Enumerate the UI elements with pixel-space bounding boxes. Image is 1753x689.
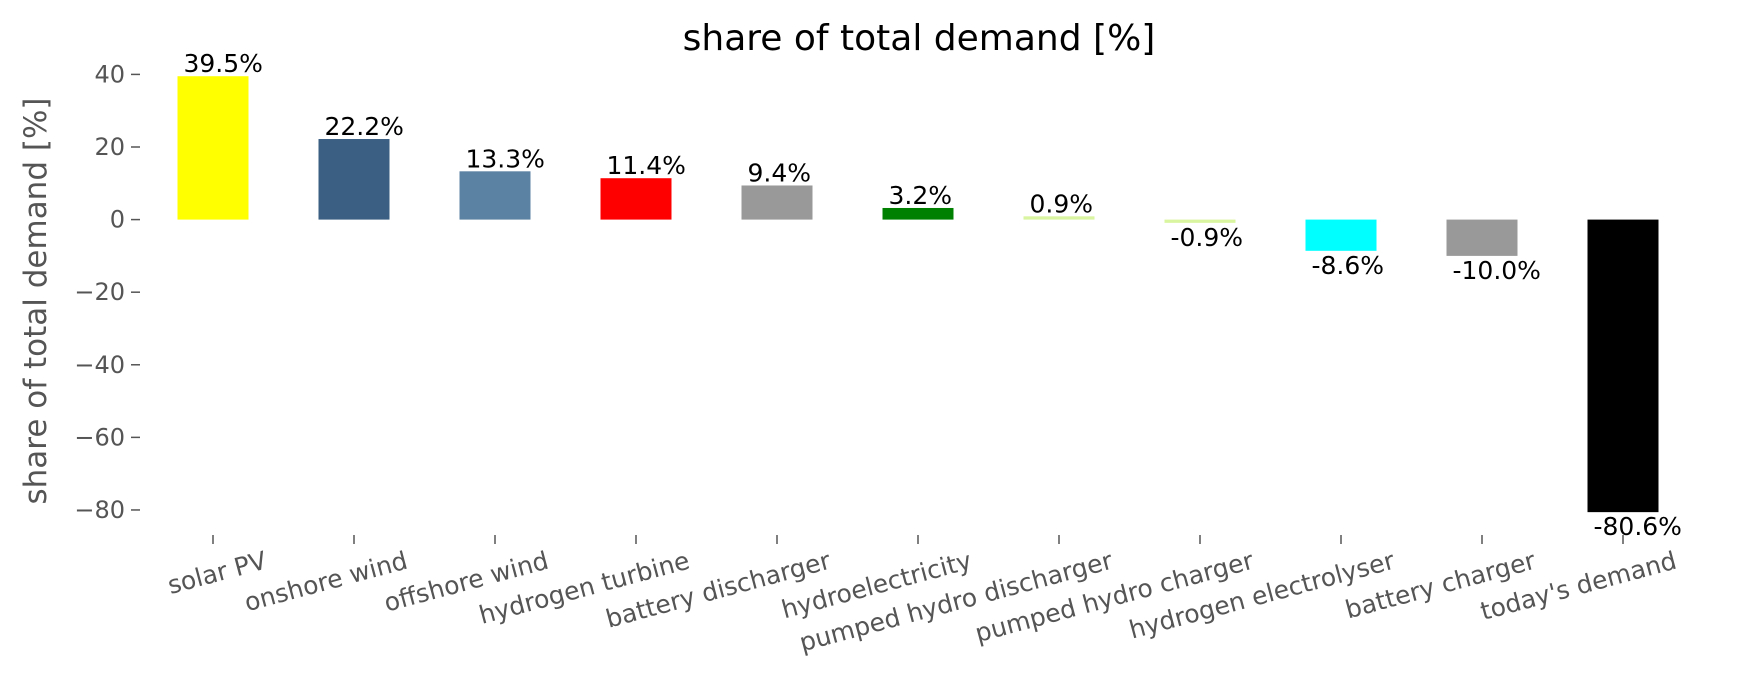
y-tick-label: 40 [94,60,125,88]
bar [1305,219,1377,251]
bar [1446,219,1518,256]
data-label: -10.0% [1453,256,1541,285]
y-axis-ticks: 40 20 0 −20 −40 −60 −80 [74,60,140,524]
bar [1023,216,1095,220]
bar [459,171,531,220]
data-label: 3.2% [889,181,953,210]
data-label: 13.3% [466,144,545,173]
y-tick-label: −20 [74,278,125,306]
bar [741,185,813,220]
data-label: -80.6% [1594,512,1682,541]
bar [1164,219,1236,223]
data-labels: 39.5% 22.2% 13.3% 11.4% 9.4% 3.2% 0.9% -0.9% -8.… [184,49,1682,541]
bar [882,207,954,220]
bar [600,178,672,220]
bar [318,139,390,220]
y-axis-label: share of total demand [%] [18,97,54,504]
y-tick-label: −60 [74,423,125,451]
data-label: -0.9% [1171,223,1244,252]
bar [1587,219,1659,513]
data-label: 22.2% [325,112,404,141]
data-label: 9.4% [748,158,812,187]
data-label: 11.4% [607,151,686,180]
y-tick-label: 20 [94,133,125,161]
y-tick-label: 0 [110,206,125,234]
y-tick-label: −40 [74,351,125,379]
y-tick-label: −80 [74,496,125,524]
bar [177,76,249,220]
data-label: 39.5% [184,49,263,78]
data-label: -8.6% [1312,251,1385,280]
chart-title: share of total demand [%] [683,18,1156,59]
data-label: 0.9% [1030,189,1094,218]
bars [177,76,1659,513]
